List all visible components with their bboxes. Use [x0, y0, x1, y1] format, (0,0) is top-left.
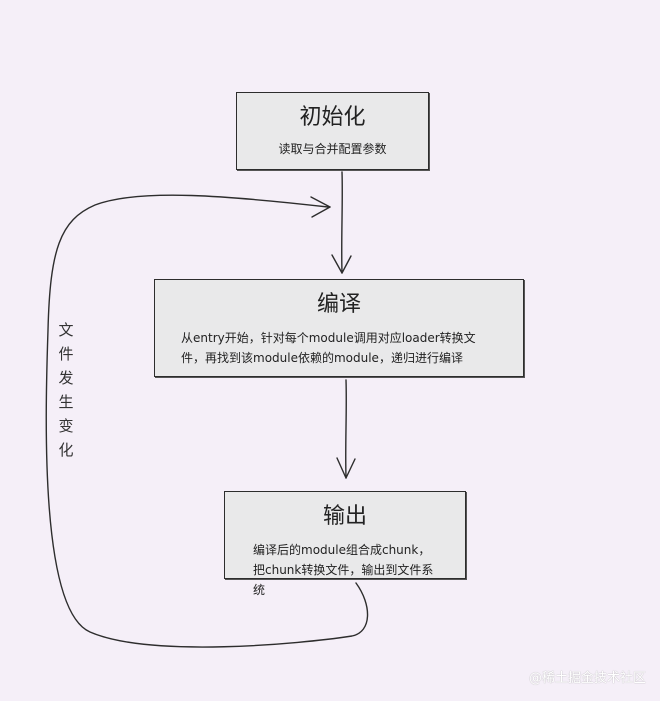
arrow-compile-to-output: [336, 379, 356, 479]
output-desc: 编译后的module组合成chunk，把chunk转换文件，输出到文件系统: [253, 543, 434, 597]
compile-node: 编译 从entry开始，针对每个module调用对应loader转换文件，再找到…: [154, 279, 524, 377]
init-node: 初始化 读取与合并配置参数: [236, 92, 429, 170]
init-desc: 读取与合并配置参数: [278, 142, 387, 156]
arrow-init-to-compile: [331, 171, 352, 274]
compile-title: 编译: [316, 292, 361, 317]
init-title: 初始化: [299, 105, 366, 130]
loop-edge-label: 文件发生变化: [58, 321, 74, 459]
compile-desc: 从entry开始，针对每个module调用对应loader转换文件，再找到该mo…: [181, 331, 476, 365]
watermark: @稀土掘金技术社区: [528, 671, 646, 686]
arrow-loop-back: [45, 194, 369, 648]
output-node: 输出 编译后的module组合成chunk，把chunk转换文件，输出到文件系统: [224, 491, 466, 597]
output-title: 输出: [322, 504, 367, 529]
